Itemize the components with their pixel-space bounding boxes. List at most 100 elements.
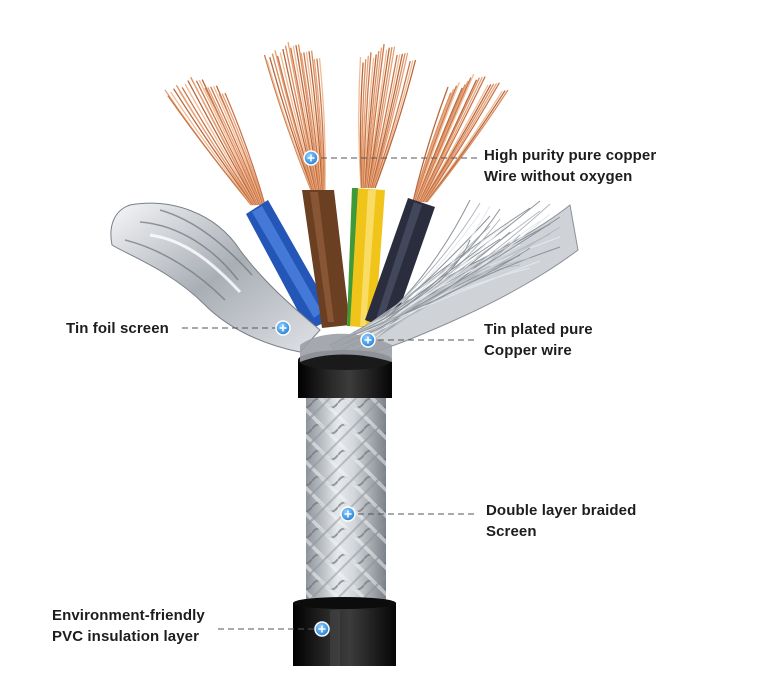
copper-strand — [269, 56, 313, 191]
copper-strand — [198, 79, 260, 206]
copper-strand — [421, 76, 486, 203]
leader-lines — [182, 157, 478, 630]
copper-strand — [373, 60, 414, 189]
copper-strand — [170, 91, 253, 206]
copper-strand — [373, 60, 411, 189]
copper-strand — [415, 82, 461, 203]
copper-strand — [412, 86, 449, 203]
copper-strand — [425, 90, 506, 203]
copper-strand — [424, 82, 500, 203]
copper-strand — [224, 92, 266, 206]
copper-strand — [419, 79, 478, 203]
label-copper-line1: High purity pure copper — [484, 147, 657, 164]
copper-strand — [421, 84, 489, 203]
copper-strand — [419, 77, 481, 203]
copper-strand-bundle — [358, 44, 417, 189]
markers — [275, 150, 376, 637]
copper-strand — [367, 49, 388, 189]
label-pvc-line2: PVC insulation layer — [52, 628, 200, 645]
copper-strand — [371, 53, 406, 189]
copper-strand — [276, 55, 315, 191]
tinned-strand — [357, 218, 501, 344]
copper-strand — [367, 47, 390, 189]
copper-strand — [290, 47, 319, 191]
copper-strand — [366, 44, 385, 189]
insulated-cores — [246, 188, 435, 330]
copper-strand — [413, 88, 455, 203]
copper-strand — [295, 45, 320, 191]
label-pvc-line1: Environment-friendly — [52, 607, 205, 624]
copper-strand — [359, 62, 364, 189]
copper-strand — [413, 92, 452, 203]
copper-strand — [292, 45, 319, 191]
copper-strands — [164, 42, 509, 206]
copper-strand — [195, 80, 259, 206]
copper-strand — [271, 53, 314, 191]
copper-strand — [371, 53, 404, 189]
label-braided-screen: Double layer braided Screen — [486, 500, 636, 542]
inner-sheath — [298, 333, 392, 398]
label-pvc-insulation: Environment-friendly PVC insulation laye… — [52, 605, 205, 647]
copper-strand — [300, 52, 321, 191]
copper-strand — [221, 93, 265, 206]
pvc-insulation-layer — [293, 597, 396, 666]
copper-strand — [417, 77, 472, 203]
tinned-strand — [351, 260, 541, 338]
copper-strand — [372, 52, 409, 189]
copper-strand-bundle — [164, 76, 266, 206]
copper-strand — [361, 59, 367, 189]
label-tinplated-line1: Tin plated pure — [484, 321, 593, 338]
copper-strand — [181, 87, 256, 206]
copper-strand — [218, 93, 265, 206]
copper-strand — [207, 87, 262, 206]
copper-strand — [178, 90, 255, 206]
tinned-strand — [363, 216, 561, 337]
copper-strand-bundle — [263, 42, 326, 191]
double-layer-braided-screen — [306, 398, 386, 603]
copper-strand — [423, 83, 495, 203]
tin-foil-screen — [110, 202, 321, 353]
copper-strand — [192, 82, 259, 206]
tinned-strand — [345, 247, 531, 339]
core-blue — [246, 200, 335, 330]
copper-strand — [423, 82, 498, 203]
copper-strand — [418, 73, 475, 203]
copper-strand — [358, 56, 362, 189]
tinned-strand — [339, 234, 521, 339]
tinned-strand — [339, 239, 471, 341]
label-high-purity-copper: High purity pure copper Wire without oxy… — [484, 145, 656, 187]
copper-strand — [365, 47, 383, 189]
copper-strand — [374, 59, 417, 189]
copper-strand — [212, 86, 263, 206]
copper-strand — [414, 85, 458, 203]
copper-strand — [316, 58, 325, 191]
copper-strand — [313, 59, 325, 191]
label-tin-foil-screen: Tin foil screen — [66, 318, 169, 339]
label-tin-plated-copper: Tin plated pure Copper wire — [484, 319, 593, 361]
label-braided-line1: Double layer braided — [486, 502, 637, 519]
label-tinplated-line2: Copper wire — [484, 342, 572, 359]
copper-strand — [282, 48, 317, 191]
copper-strand — [426, 89, 509, 203]
marker-tinplated — [360, 332, 376, 348]
copper-strand — [420, 76, 483, 203]
copper-strand — [263, 54, 312, 191]
copper-strand — [310, 50, 324, 191]
label-copper-line2: Wire without oxygen — [484, 168, 633, 185]
copper-strand — [425, 90, 503, 203]
copper-strand — [363, 52, 372, 189]
copper-strand — [364, 54, 377, 189]
copper-strand — [284, 45, 317, 191]
marker-pvc — [314, 621, 330, 637]
copper-strand — [184, 83, 257, 206]
copper-strand — [297, 44, 321, 191]
copper-strand — [173, 88, 254, 206]
marker-copper — [303, 150, 319, 166]
copper-strand — [308, 51, 323, 191]
copper-strand — [368, 47, 393, 189]
copper-strand — [287, 42, 318, 191]
copper-strand — [279, 52, 316, 191]
copper-strand — [370, 54, 401, 189]
copper-strand — [303, 52, 322, 191]
